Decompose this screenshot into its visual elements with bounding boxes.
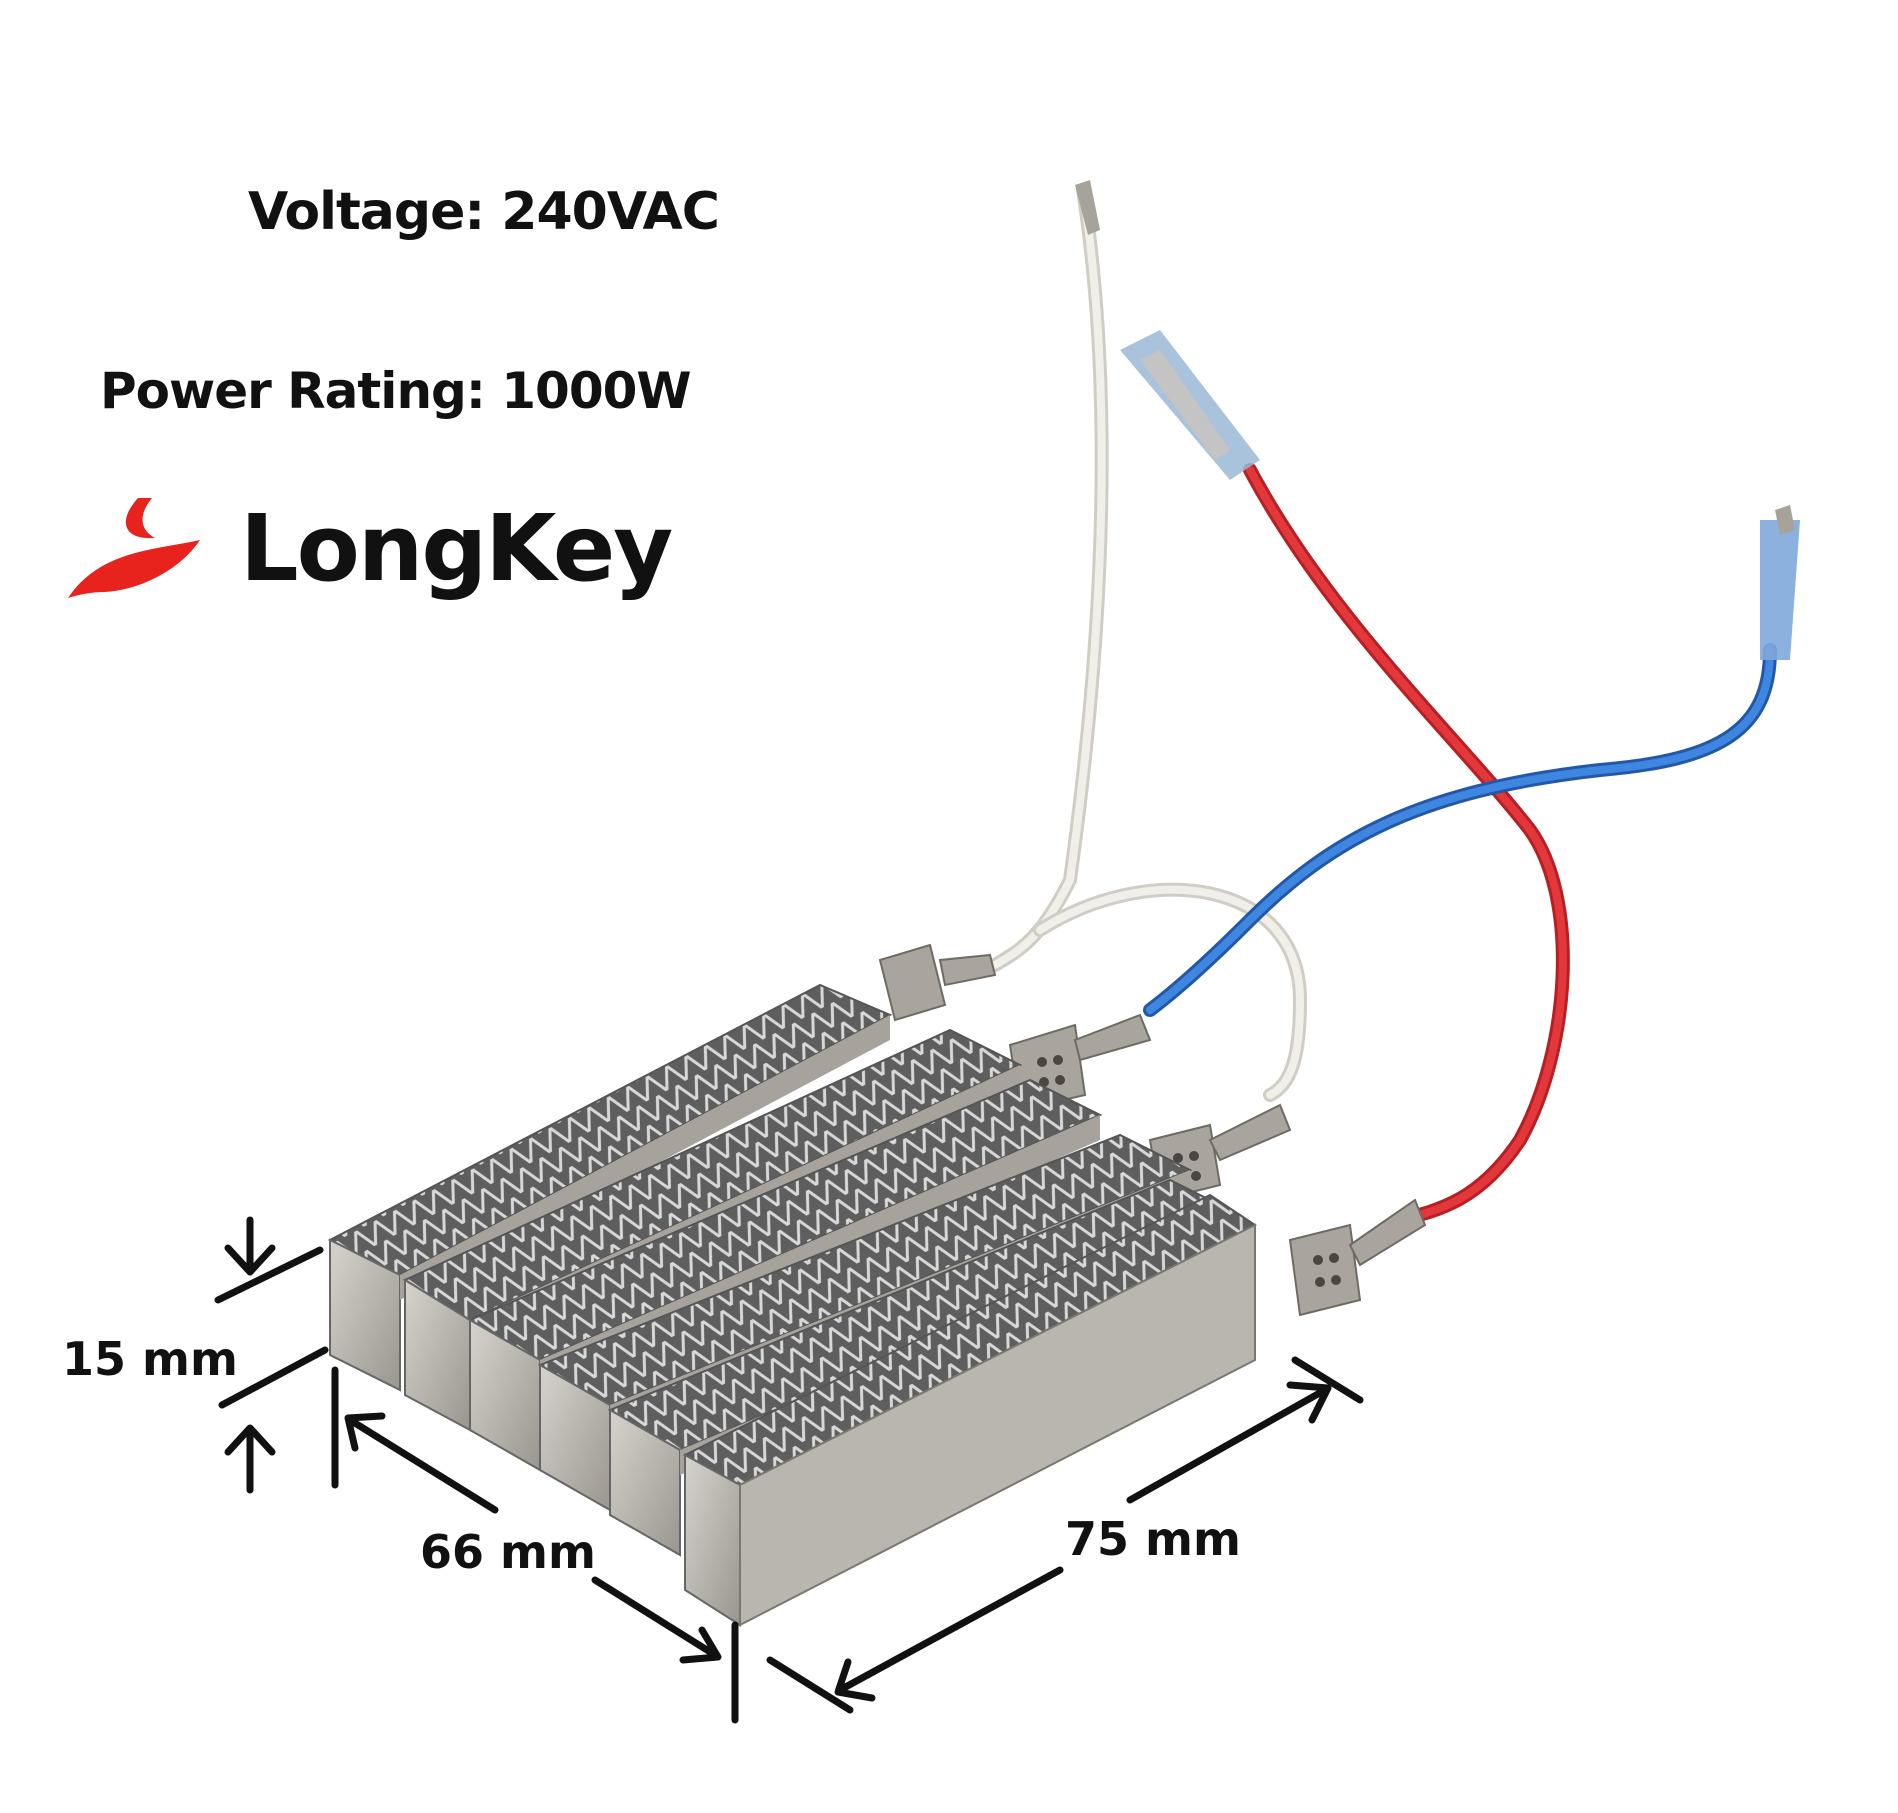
wire-blue — [1143, 643, 1777, 1017]
dimension-lines — [214, 1216, 1364, 1724]
white-wire-end-connector — [1075, 180, 1100, 235]
blue-wire-blue-sleeve-connector — [1760, 505, 1800, 660]
brand-swoosh-icon — [68, 540, 200, 598]
power-rating-spec: Power Rating: 1000W — [100, 362, 692, 420]
wire-red — [1243, 463, 1570, 1227]
voltage-spec: Voltage: 240VAC — [248, 182, 720, 242]
wire-white — [988, 183, 1308, 1102]
ptc-heater-element — [327, 983, 1257, 1627]
red-wire-blue-sleeve-connector — [1120, 330, 1260, 480]
terminal-tabs — [878, 943, 1427, 1317]
fin-row-6-front — [682, 1193, 1257, 1627]
brand-name: LongKey — [240, 495, 673, 602]
brand-logo — [68, 498, 200, 598]
